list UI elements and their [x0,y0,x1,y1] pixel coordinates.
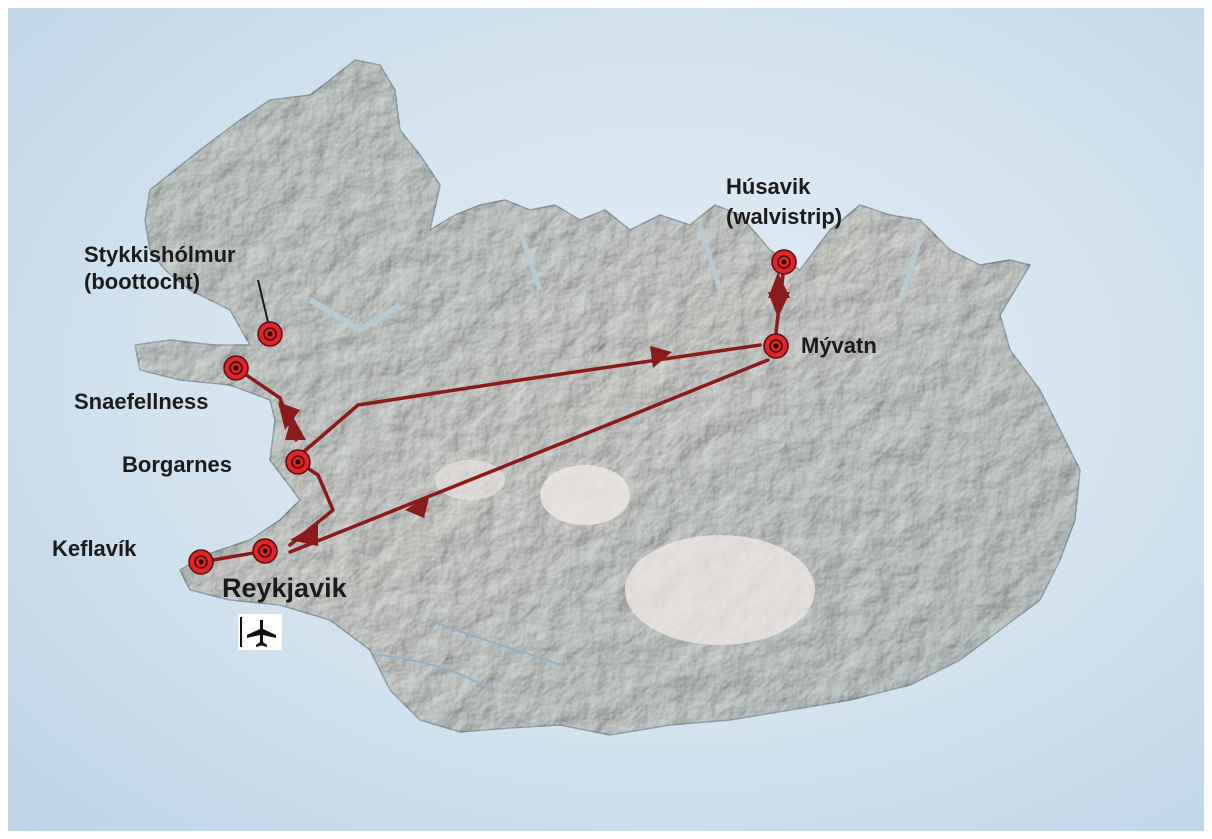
label-keflavik[interactable]: Keflavík [52,536,137,561]
arrow [285,415,306,440]
label-myvatn[interactable]: Mývatn [801,333,877,358]
river [379,654,491,691]
arrow [290,523,318,546]
leader-line [257,279,269,323]
fjord-line [897,239,923,301]
map-frame: Keflavík Reykjavik Borgarnes Snaefellnes… [8,8,1204,831]
place-markers [188,249,797,575]
iceland-landmass [134,59,1081,736]
marker-snaefellsnes[interactable] [223,355,249,381]
arrow [768,292,790,318]
marker-stykkisholmur[interactable] [257,321,283,347]
arrow [768,272,790,298]
label-stykkisholmur[interactable]: Stykkishólmur [84,242,236,267]
fjord-line [308,297,402,334]
label-reykjavik[interactable]: Reykjavik [222,573,348,603]
glacier-area [625,535,815,645]
airplane-icon [238,614,282,650]
arrow [405,494,430,518]
marker-borgarnes[interactable] [285,449,311,475]
label-husavik-note: (walvistrip) [726,204,842,229]
fjord-line [517,229,543,291]
label-borgarnes[interactable]: Borgarnes [122,452,232,477]
marker-keflavik[interactable] [188,549,214,575]
route-borgarnes-myvatn [298,343,762,457]
iceland-route-map[interactable]: Keflavík Reykjavik Borgarnes Snaefellnes… [8,8,1204,831]
arrow [278,402,300,430]
marker-husavik[interactable] [771,249,797,275]
marker-myvatn[interactable] [763,333,789,359]
arrow [650,346,672,368]
route-arrows [278,272,790,546]
fjord-line [697,224,723,291]
marker-reykjavik[interactable] [252,538,278,564]
glacier-area [540,465,630,525]
label-stykkisholmur-note: (boottocht) [84,269,200,294]
route-myvatn-reykjavik [288,358,770,554]
river [429,619,561,666]
label-husavik[interactable]: Húsavik [726,174,811,199]
label-snaefellsnes[interactable]: Snaefellness [74,389,209,414]
